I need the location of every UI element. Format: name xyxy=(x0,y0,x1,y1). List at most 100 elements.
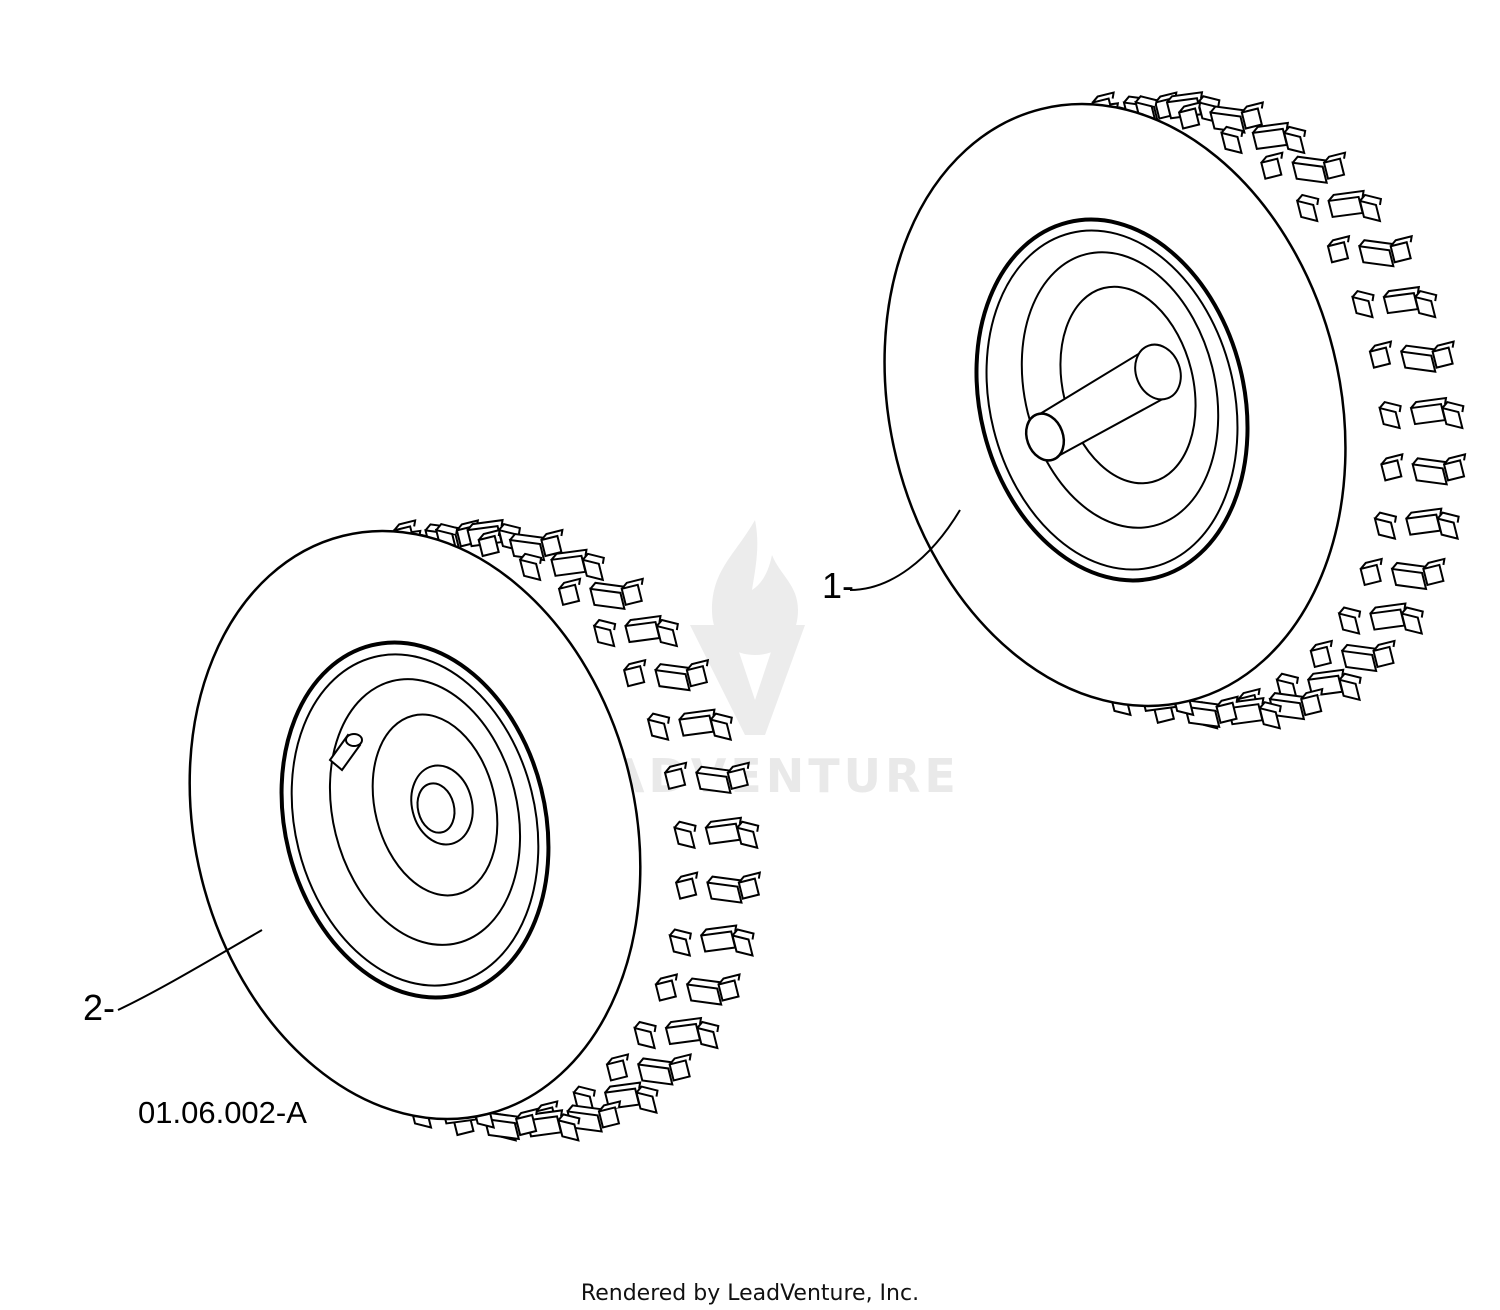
leader-line-1 xyxy=(849,509,961,591)
tread-lug xyxy=(664,1016,703,1046)
tread-lug xyxy=(1177,101,1202,130)
tread-lug xyxy=(1351,289,1375,319)
tread-lug xyxy=(731,928,755,957)
tread-lug xyxy=(654,663,692,692)
tread-lug xyxy=(1442,453,1467,482)
wheel-assembly-2 xyxy=(188,518,762,1142)
watermark-flame-icon xyxy=(712,520,798,655)
tread-lug xyxy=(655,618,679,648)
rim-lip-2 xyxy=(290,653,540,987)
tread-lug xyxy=(695,1020,720,1050)
tread-lug xyxy=(1260,151,1284,180)
tread-lug xyxy=(1390,561,1429,591)
tread-lug xyxy=(1358,239,1396,268)
tread-lug xyxy=(735,820,760,850)
tread-lug xyxy=(706,875,744,904)
tread-lug xyxy=(1300,687,1324,717)
tread-lug xyxy=(1282,125,1307,155)
tread-lug xyxy=(1368,340,1393,369)
tread-lug xyxy=(668,928,692,957)
tread-lug xyxy=(622,658,647,688)
tread-lug xyxy=(1382,285,1421,315)
tread-lug xyxy=(1358,193,1383,223)
tread-lug xyxy=(550,548,588,577)
tread-lug xyxy=(1413,289,1438,319)
tread-lug xyxy=(540,528,564,558)
tread-lug xyxy=(695,765,733,794)
tread-lug xyxy=(1359,557,1383,587)
tread-lug xyxy=(673,820,697,850)
tread-lug xyxy=(1400,606,1424,635)
valve-stem-2 xyxy=(328,733,363,772)
tread-lug xyxy=(674,871,699,900)
tread-lug xyxy=(1240,101,1265,130)
tread-lug xyxy=(1340,643,1379,673)
rim-lip-1 xyxy=(985,229,1239,571)
tread-lug xyxy=(1291,155,1329,184)
tread-lug xyxy=(1422,557,1446,587)
tread-lug xyxy=(654,973,679,1002)
callout-label-2: 2 xyxy=(83,987,103,1028)
svg-text:-: - xyxy=(103,987,115,1028)
tread-lug xyxy=(477,528,501,558)
tread-lug xyxy=(1258,701,1282,730)
tread-lug xyxy=(1322,151,1347,180)
tread-lug xyxy=(709,712,733,742)
watermark-v-logo-icon xyxy=(690,625,805,735)
hub-2 xyxy=(410,764,474,846)
tread-lug xyxy=(1220,125,1244,155)
tread-lug xyxy=(1378,400,1402,430)
tread-lug xyxy=(685,977,724,1006)
tire-sidewall-2 xyxy=(188,529,642,1121)
tread-lug xyxy=(668,1053,692,1082)
tread-lug xyxy=(605,1053,630,1082)
diagram-reference-number: 01.06.002-A xyxy=(138,1095,307,1130)
tread-lug xyxy=(1307,668,1345,697)
tread-lug xyxy=(699,924,738,953)
rim-outer-2 xyxy=(279,640,551,1000)
tread-lug xyxy=(1431,340,1455,369)
rim-outer-1 xyxy=(974,217,1250,583)
tread-lug xyxy=(1389,234,1413,264)
tread-lug xyxy=(1215,695,1239,724)
tread-lug xyxy=(518,552,543,582)
tread-lug xyxy=(685,658,710,688)
wheel-assembly-1 xyxy=(883,91,1467,730)
tread-lug xyxy=(1405,507,1443,536)
axle-end-1 xyxy=(1024,412,1066,462)
tread-lug xyxy=(704,816,743,845)
tread-lug xyxy=(620,577,644,607)
tread-lug xyxy=(678,708,716,737)
tread-lug xyxy=(737,871,762,900)
tread-lug xyxy=(557,577,582,607)
tread-lug xyxy=(1409,396,1448,426)
tread-lug xyxy=(635,1085,659,1114)
callout-1: 1 - xyxy=(822,509,961,606)
tread-lug xyxy=(1338,672,1362,702)
tread-lug xyxy=(1251,121,1290,150)
tread-lug xyxy=(646,712,671,742)
footer-credit: Rendered by LeadVenture, Inc. xyxy=(581,1281,919,1306)
tread-lug xyxy=(636,1057,675,1086)
rim-inner-1 xyxy=(1020,251,1220,529)
tread-lug xyxy=(624,614,662,644)
tread-lug xyxy=(1373,511,1398,541)
tread-lug xyxy=(1380,453,1404,482)
tread-lug xyxy=(1399,344,1438,373)
tread-lug xyxy=(581,552,605,582)
tread-lug xyxy=(633,1020,657,1050)
tread-lug xyxy=(597,1100,622,1129)
tread-lug xyxy=(592,618,617,648)
rim-inner-2 xyxy=(328,678,522,946)
tread-lug xyxy=(717,973,741,1002)
svg-text:-: - xyxy=(842,565,854,606)
tread-lug xyxy=(1337,606,1362,635)
tread-lug xyxy=(1436,511,1460,541)
tread-lug xyxy=(1295,193,1320,223)
tread-lug xyxy=(1309,639,1334,669)
tread-lug xyxy=(663,761,688,791)
leader-line-2 xyxy=(117,929,263,1011)
tread-lug xyxy=(1369,602,1407,631)
rim-hub-ring-2 xyxy=(371,713,499,897)
